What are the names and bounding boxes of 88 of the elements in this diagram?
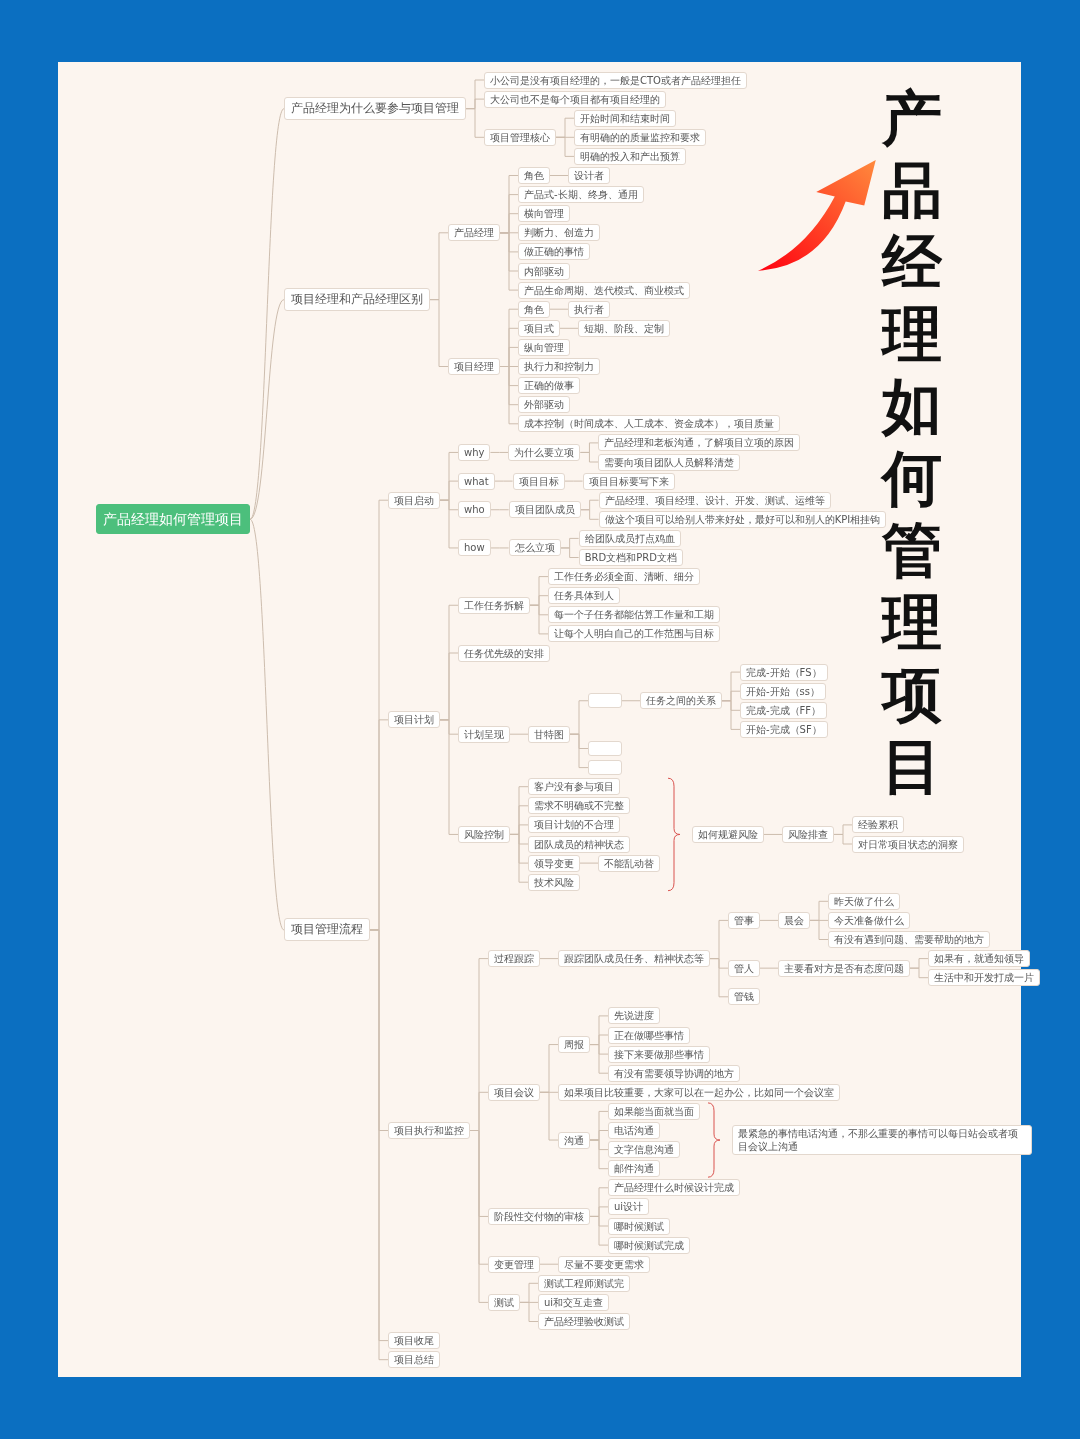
branch-line <box>249 518 285 931</box>
subtopic: 怎么立项 <box>508 539 561 557</box>
empty-topic-box <box>588 760 622 776</box>
branch-line <box>560 547 580 558</box>
subtopic: 管钱 <box>728 988 760 1006</box>
branch-line <box>439 719 459 835</box>
subtopic: 文字信息沟通 <box>608 1141 680 1159</box>
branch-line <box>499 366 519 425</box>
main-topic: 项目经理和产品经理区别 <box>284 288 430 312</box>
branch-line <box>465 108 485 138</box>
subtopic: 项目计划 <box>388 711 440 729</box>
branch-line <box>579 451 599 463</box>
subtopic: 成本控制（时间成本、人工成本、资金成本），项目质量 <box>518 415 780 433</box>
subtopic: 产品经理和老板沟通，了解项目立项的原因 <box>598 434 801 452</box>
branch-line <box>763 833 783 835</box>
empty-topic-box <box>588 693 622 709</box>
subtopic: 横向管理 <box>518 205 570 223</box>
branch-line <box>709 958 729 998</box>
branch-line <box>490 509 510 511</box>
branch-line <box>249 108 285 520</box>
subtopic: 角色 <box>518 167 550 184</box>
branch-line <box>579 862 599 864</box>
subtopic: 周报 <box>558 1036 590 1054</box>
branch-line <box>249 299 285 520</box>
subtopic: 最紧急的事情电话沟通，不那么重要的事情可以每日站会或者项目会议上沟通 <box>732 1125 1032 1156</box>
subtopic: 判断力、创造力 <box>518 224 600 242</box>
branch-line <box>494 480 514 482</box>
branch-line <box>621 700 641 702</box>
branch-line <box>509 733 529 735</box>
subtopic: 每一个子任务都能估算工作量和工期 <box>548 606 720 624</box>
central-topic: 产品经理如何管理项目 <box>96 504 250 535</box>
subtopic: 过程跟踪 <box>488 950 540 968</box>
subtopic: 经验累积 <box>852 816 904 834</box>
branch-line <box>580 509 600 520</box>
subtopic: 项目团队成员 <box>508 501 581 519</box>
subtopic: 正确的做事 <box>518 377 580 395</box>
branch-line <box>539 1091 559 1141</box>
subtopic: how <box>458 539 491 557</box>
branch-line <box>759 967 779 969</box>
subtopic: 执行力和控制力 <box>518 358 600 375</box>
subtopic: 客户没有参与项目 <box>528 778 620 796</box>
subtopic: 有没有遇到问题、需要帮助的地方 <box>828 931 990 948</box>
subtopic: 外部驱动 <box>518 396 570 414</box>
branch-line <box>490 547 510 549</box>
subtopic: 设计者 <box>568 167 610 184</box>
branch-line <box>559 327 579 329</box>
branch-line <box>759 919 779 921</box>
subtopic: who <box>458 501 491 519</box>
subtopic: 产品经理 <box>448 224 500 242</box>
branch-line <box>569 733 589 769</box>
branch-line <box>539 1263 559 1265</box>
subtopic: 需求不明确或不完整 <box>528 797 630 815</box>
subtopic: 任务之间的关系 <box>640 692 722 710</box>
subtopic: 先说进度 <box>608 1007 660 1025</box>
subtopic: 项目经理 <box>448 358 500 375</box>
subtopic: 项目总结 <box>388 1351 440 1369</box>
branch-line <box>549 175 569 176</box>
branch-line <box>429 299 449 367</box>
main-topic: 产品经理为什么要参与项目管理 <box>284 97 466 121</box>
subtopic: 跟踪团队成员任务、精神状态等 <box>558 950 710 968</box>
branch-line <box>469 1130 489 1303</box>
subtopic: 做正确的事情 <box>518 243 590 261</box>
branch-line <box>555 136 575 157</box>
branch-line <box>439 499 459 549</box>
subtopic: 任务具体到人 <box>548 587 620 605</box>
subtopic: 项目计划的不合理 <box>528 816 620 834</box>
subtopic: 项目执行和监控 <box>388 1122 470 1139</box>
subtopic: 项目收尾 <box>388 1332 440 1350</box>
branch-line <box>564 480 584 482</box>
subtopic: 产品经理验收测试 <box>538 1313 630 1330</box>
subtopic: 产品经理什么时候设计完成 <box>608 1179 740 1197</box>
branch-line <box>721 700 741 730</box>
subtopic: 电话沟通 <box>608 1122 660 1139</box>
subtopic: 产品式-长期、终身、通用 <box>518 186 644 204</box>
branch-line <box>489 451 509 453</box>
branch-line <box>909 967 929 979</box>
empty-topic-box <box>588 741 622 756</box>
subtopic: 生活中和开发打成一片 <box>928 969 1040 987</box>
subtopic: ui设计 <box>608 1198 650 1216</box>
subtopic: BRD文档和PRD文档 <box>578 549 683 566</box>
branch-line <box>549 308 569 310</box>
branch-line <box>539 958 559 960</box>
subtopic: 工作任务必须全面、清晰、细分 <box>548 568 700 586</box>
subtopic: 让每个人明白自己的工作范围与目标 <box>548 625 720 643</box>
branch-line <box>529 604 549 635</box>
subtopic: 如果有，就通知领导 <box>928 950 1030 968</box>
subtopic: 邮件沟通 <box>608 1160 660 1178</box>
main-topic: 项目管理流程 <box>284 918 370 942</box>
